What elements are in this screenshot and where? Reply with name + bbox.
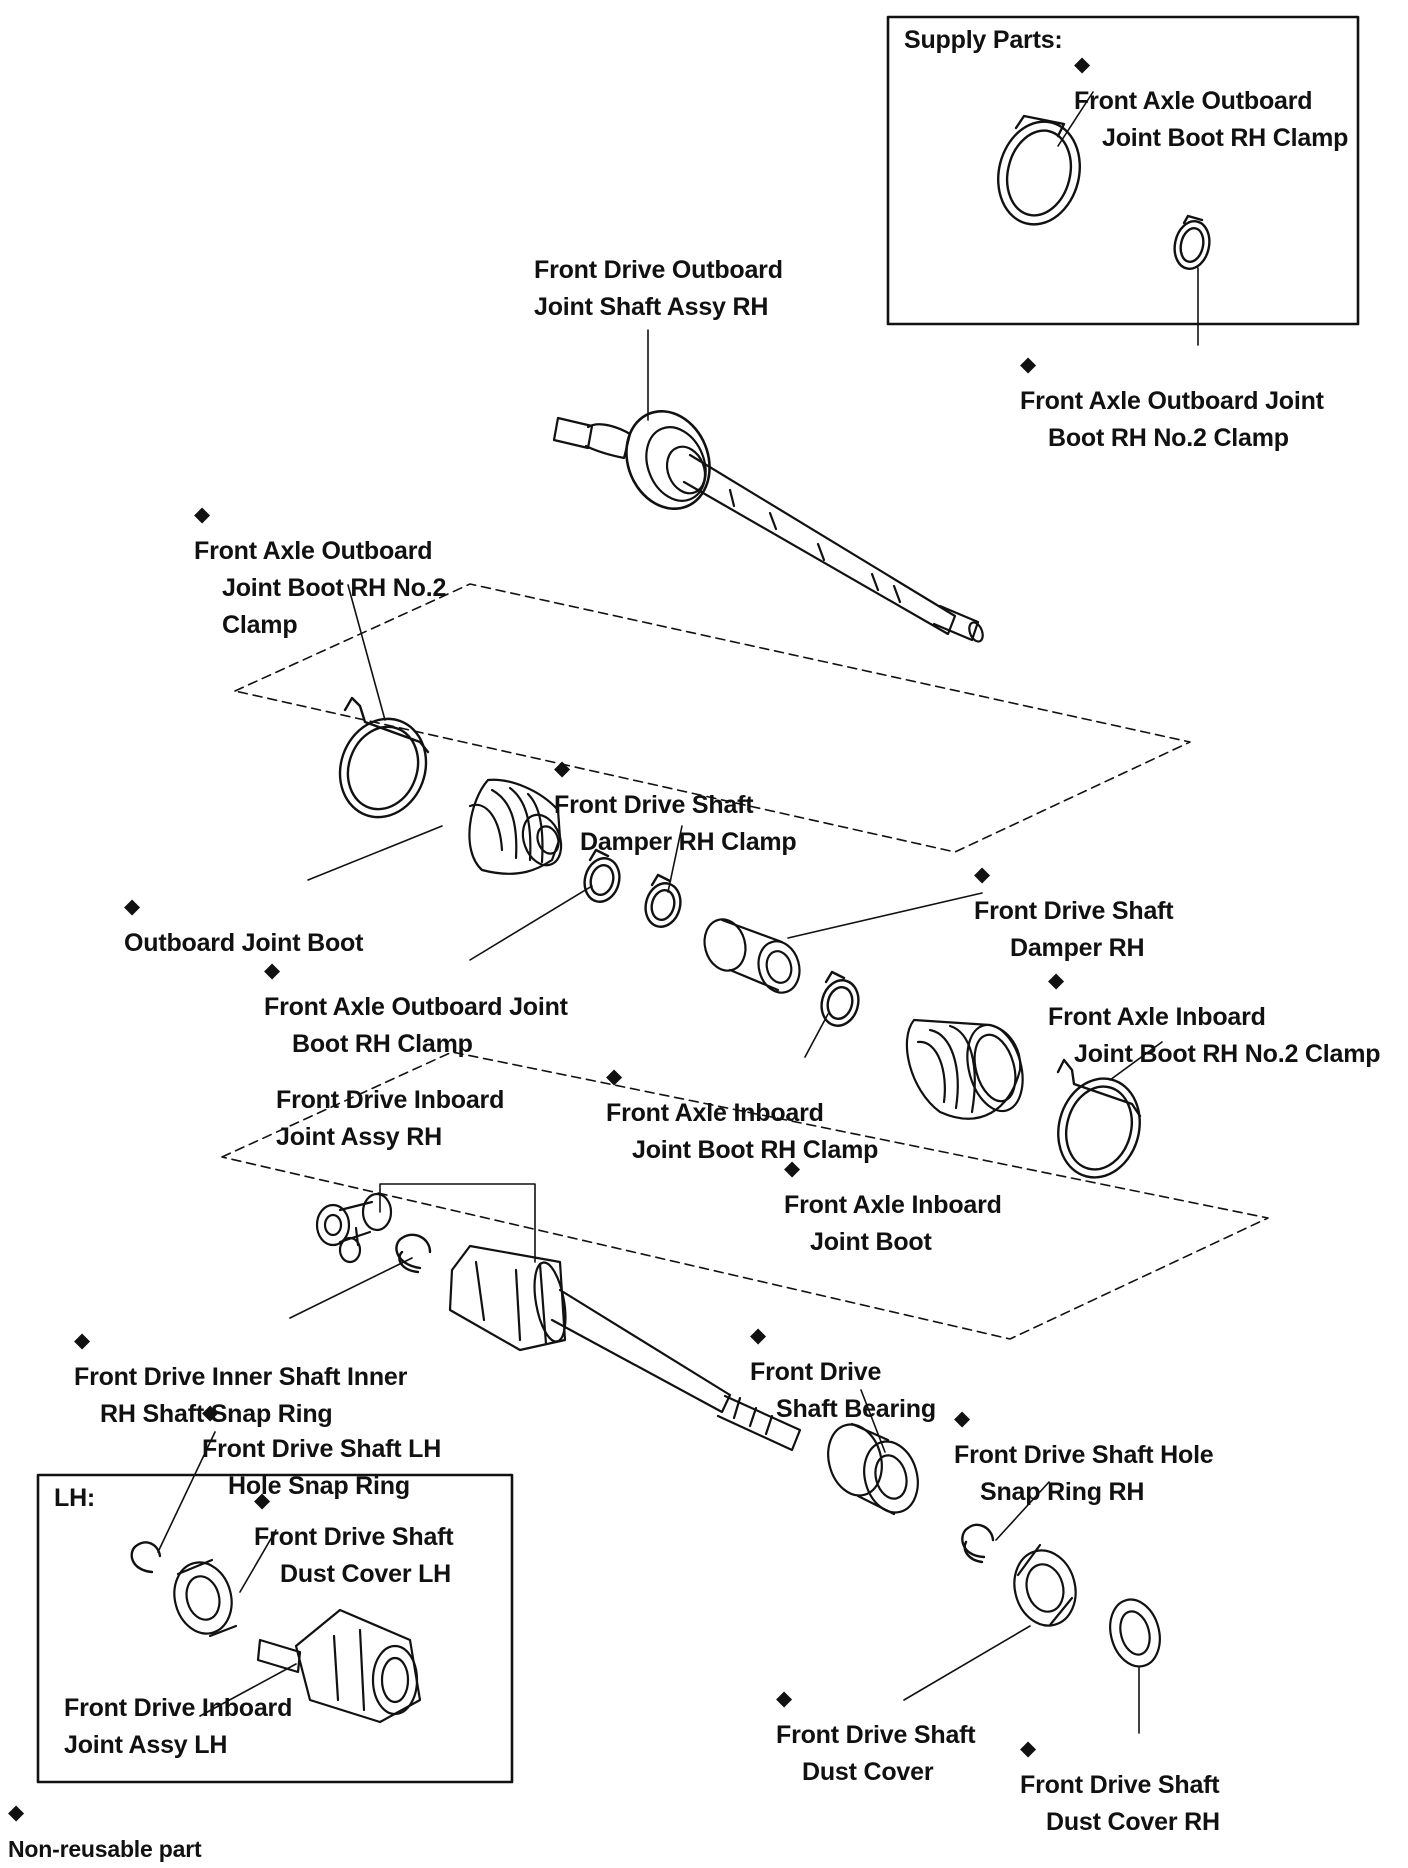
leader-lines	[157, 91, 1199, 1734]
callout-outboard-joint-boot: ◆Outboard Joint Boot	[124, 888, 363, 962]
legend-text: Non-reusable part	[8, 1836, 202, 1862]
callout-inboard-joint-assy-lh: Front Drive Inboard Joint Assy LH	[64, 1694, 293, 1759]
supply-boot-no2-clamp-part	[1173, 214, 1211, 270]
inner-shaft-snap-ring-part	[395, 1233, 432, 1274]
inboard-joint-housing-part	[448, 1244, 802, 1452]
callout-outboard-boot-no2-clamp: ◆Front Axle Outboard Joint Boot RH No.2 …	[194, 496, 446, 644]
non-reusable-marker-icon: ◆	[202, 1400, 218, 1424]
non-reusable-marker-icon: ◆	[1074, 52, 1090, 76]
callout-damper-clamp: ◆Front Drive Shaft Damper RH Clamp	[554, 750, 797, 861]
callout-dust-cover-lh: ◆Front Drive Shaft Dust Cover LH	[254, 1482, 454, 1593]
callout-lh-hole-snap-ring: ◆Front Drive Shaft LH Hole Snap Ring	[202, 1394, 441, 1505]
non-reusable-marker-icon: ◆	[254, 1488, 270, 1512]
lh-title: LH:	[54, 1484, 96, 1512]
damper-part	[703, 918, 801, 994]
supply-parts-title: Supply Parts:	[904, 26, 1063, 54]
callout-inner-shaft-snap-ring: ◆Front Drive Inner Shaft Inner RH Shaft …	[74, 1322, 407, 1433]
callout-dust-cover-rh: ◆Front Drive Shaft Dust Cover RH	[1020, 1730, 1220, 1841]
non-reusable-marker-icon: ◆	[8, 1800, 24, 1824]
non-reusable-marker-icon: ◆	[194, 502, 210, 526]
callout-supply-outboard-boot-clamp: ◆Front Axle Outboard Joint Boot RH Clamp	[1074, 46, 1348, 157]
supply-boot-clamp-part	[997, 114, 1081, 226]
callout-hole-snap-ring-rh: ◆Front Drive Shaft Hole Snap Ring RH	[954, 1400, 1214, 1511]
inboard-group-outline	[221, 1051, 1269, 1340]
callout-outboard-boot-clamp: ◆Front Axle Outboard Joint Boot RH Clamp	[264, 952, 568, 1063]
callout-inboard-boot-no2-clamp: ◆Front Axle Inboard Joint Boot RH No.2 C…	[1048, 962, 1381, 1073]
callout-damper: ◆Front Drive Shaft Damper RH	[974, 856, 1174, 967]
non-reusable-marker-icon: ◆	[74, 1328, 90, 1352]
supply-parts-box	[886, 15, 1360, 326]
dust-cover-part	[1013, 1543, 1077, 1627]
inboard-joint-boot-part	[905, 1018, 1024, 1120]
callout-outboard-joint-shaft-assy: Front Drive Outboard Joint Shaft Assy RH	[534, 256, 783, 321]
lh-inboard-joint-part	[256, 1608, 422, 1724]
outboard-joint-boot-part	[468, 778, 563, 875]
lh-box	[36, 1473, 514, 1784]
callout-supply-outboard-boot-no2-clamp: ◆Front Axle Outboard Joint Boot RH No.2 …	[1020, 346, 1324, 457]
callout-shaft-bearing: ◆Front Drive Shaft Bearing	[750, 1317, 936, 1428]
damper-clamp-part	[644, 873, 682, 928]
non-reusable-marker-icon: ◆	[750, 1323, 766, 1347]
non-reusable-marker-icon: ◆	[606, 1064, 622, 1088]
non-reusable-marker-icon: ◆	[1048, 968, 1064, 992]
legend: ◆ Non-reusable part	[8, 1794, 202, 1868]
outboard-boot-clamp-part	[583, 848, 621, 903]
callout-inboard-joint-assy-rh: Front Drive Inboard Joint Assy RH	[276, 1086, 505, 1151]
outboard-boot-no2-clamp-part	[338, 696, 430, 819]
inboard-boot-clamp-part	[820, 970, 860, 1027]
non-reusable-marker-icon: ◆	[974, 862, 990, 886]
shaft-bearing-part	[827, 1422, 919, 1516]
inboard-boot-no2-clamp-part	[1056, 1058, 1142, 1179]
non-reusable-marker-icon: ◆	[954, 1406, 970, 1430]
non-reusable-marker-icon: ◆	[1020, 1736, 1036, 1760]
callout-inboard-boot-clamp: ◆Front Axle Inboard Joint Boot RH Clamp	[606, 1058, 878, 1169]
hole-snap-ring-rh-part	[961, 1523, 995, 1564]
callout-inboard-joint-boot: ◆Front Axle Inboard Joint Boot	[784, 1150, 1002, 1261]
non-reusable-marker-icon: ◆	[124, 894, 140, 918]
non-reusable-marker-icon: ◆	[776, 1686, 792, 1710]
callout-dust-cover: ◆Front Drive Shaft Dust Cover	[776, 1680, 976, 1791]
non-reusable-marker-icon: ◆	[1020, 352, 1036, 376]
dust-cover-rh-part	[1109, 1598, 1161, 1668]
dust-cover-lh-part	[173, 1558, 238, 1638]
non-reusable-marker-icon: ◆	[264, 958, 280, 982]
outboard-group-outline	[234, 583, 1191, 853]
tripod-joint-part	[315, 1192, 393, 1264]
non-reusable-marker-icon: ◆	[784, 1156, 800, 1180]
non-reusable-marker-icon: ◆	[554, 756, 570, 780]
outboard-joint-shaft-part	[552, 409, 984, 643]
lh-hole-snap-ring-part	[130, 1541, 162, 1574]
